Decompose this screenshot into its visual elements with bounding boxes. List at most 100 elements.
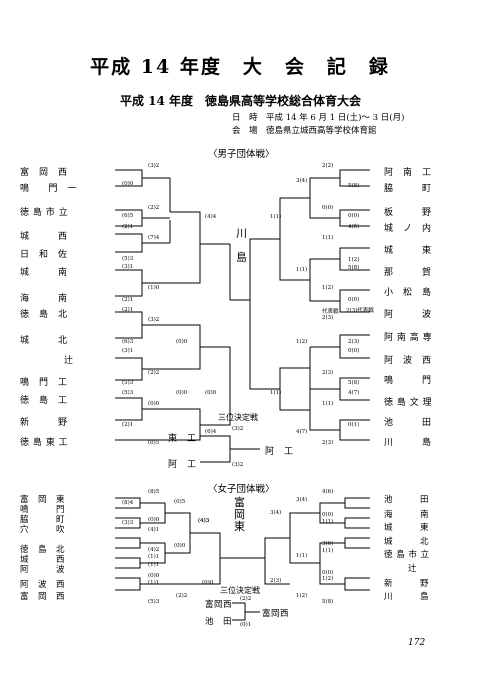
match-score: (0)0 <box>205 390 217 396</box>
team-name: 城 北 <box>20 336 68 346</box>
team-name: 阿 南 工 <box>384 168 432 178</box>
match-score: (7)4 <box>148 235 160 241</box>
match-score: 1(1) <box>270 390 282 396</box>
team-name: 富 岡 東 <box>20 495 66 505</box>
page-subtitle: 平成 14 年度 徳島県高等学校総合体育大会 <box>120 94 362 108</box>
match-score: (2)1 <box>122 224 134 230</box>
women-third-winner: 富岡西 <box>262 609 290 619</box>
match-score: (5)3 <box>122 256 134 262</box>
team-name: 板 野 <box>384 208 432 218</box>
match-score: 4(7) <box>296 429 308 435</box>
team-name: 阿 波 <box>20 565 66 575</box>
women-champion: 富 岡 東 <box>234 496 245 533</box>
match-score: (6)3 <box>122 339 134 345</box>
match-score: 2(3) <box>322 315 334 321</box>
match-score: (6)5 <box>122 213 134 219</box>
team-name: 鳴 門 工 <box>20 378 68 388</box>
match-score: 5(8) <box>322 599 334 605</box>
match-score: (3)2 <box>232 462 244 468</box>
team-name: 池 田 <box>384 418 432 428</box>
team-name: 城 東 <box>384 523 430 533</box>
women-third-team-b: 池 田 <box>205 617 233 627</box>
women-third-heading: 三位決定戦 <box>220 586 260 595</box>
match-score: (4)3 <box>198 518 210 524</box>
match-score: (0)0 <box>122 181 134 187</box>
match-score: 2(2) <box>322 163 334 169</box>
match-score: (5)3 <box>122 380 134 386</box>
team-name: 脇 町 <box>384 184 432 194</box>
men-section-heading: 〈男子団体戦〉 <box>208 149 275 160</box>
men-third-heading: 三位決定戦 <box>218 413 258 422</box>
team-name: 徳 島 北 <box>20 545 66 555</box>
match-score: 2(3) <box>348 339 360 345</box>
team-name: 鳴 門 <box>384 376 432 386</box>
match-score: (3)2 <box>232 426 244 432</box>
team-name: 海 南 <box>20 294 68 304</box>
match-score: 3(4) <box>296 497 308 503</box>
team-name: 辻 <box>408 564 418 574</box>
match-score: (2)2 <box>176 593 188 599</box>
match-score: 1(1) <box>296 553 308 559</box>
match-score: 3(6) <box>322 541 334 547</box>
match-score: (5)3 <box>122 390 134 396</box>
match-score: 0(0) <box>348 213 360 219</box>
match-score: 1(1) <box>322 519 334 525</box>
event-date: 日 時 平成 14 年 6 月 1 日(土)～ 3 日(月) <box>232 113 405 123</box>
men-third-team-b: 阿 工 <box>168 460 197 470</box>
match-score: 1(2) <box>348 257 360 263</box>
men-third-winner: 阿 工 <box>265 447 294 457</box>
team-name: 富 岡 西 <box>20 592 66 602</box>
match-score: 5(8) <box>348 183 360 189</box>
match-score: 4(7) <box>348 390 360 396</box>
team-name: 鳴 門 一 <box>20 184 78 194</box>
match-score: 1(2) <box>296 339 308 345</box>
match-score: 0(0) <box>322 205 334 211</box>
team-name: 小 松 島 <box>384 288 432 298</box>
team-name: 阿 波 西 <box>20 580 66 590</box>
team-name: 城 西 <box>20 555 66 565</box>
match-score: (4)4 <box>205 214 217 220</box>
match-score: (4)2 <box>148 547 160 553</box>
team-name: 川 島 <box>384 592 430 602</box>
match-score: (2)2 <box>148 370 160 376</box>
team-name: 城 ノ 内 <box>384 224 432 234</box>
team-name: 徳 島 文 理 <box>384 398 433 408</box>
match-score: (0)5 <box>174 499 186 505</box>
men-champion: 川 島 <box>236 227 247 264</box>
match-score: 0(0) <box>322 512 334 518</box>
women-section-heading: 〈女子団体戦〉 <box>208 484 275 495</box>
team-name: 池 田 <box>384 495 430 505</box>
match-score: (8)5 <box>148 489 160 495</box>
match-score: (2)1 <box>122 297 134 303</box>
match-score: 1(1) <box>322 235 334 241</box>
match-score: 0(0) <box>348 348 360 354</box>
team-name: 徳 島 東 工 <box>20 438 69 448</box>
match-score: (0)5 <box>148 440 160 446</box>
match-score: (0)0 <box>148 517 160 523</box>
match-score: 2(3)代表戦 <box>346 308 374 314</box>
match-score: 1(2) <box>322 285 334 291</box>
match-score: (4)3 <box>198 518 210 524</box>
team-name: 川 島 <box>384 438 432 448</box>
match-score: 0(0) <box>348 297 360 303</box>
match-score: 4(6) <box>322 489 334 495</box>
match-score: (3)1 <box>122 264 134 270</box>
match-score: 2(3) <box>322 440 334 446</box>
match-score: 5(8) <box>348 265 360 271</box>
match-score: 1(2) <box>322 576 334 582</box>
team-name: 阿 波 <box>384 310 432 320</box>
match-score: 4(5) <box>348 224 360 230</box>
team-name: 城 西 <box>20 232 68 242</box>
match-score: (1)1 <box>148 580 160 586</box>
match-score: (1)1 <box>148 554 160 560</box>
match-score: (0)0 <box>176 390 188 396</box>
match-score: (8)4 <box>122 500 134 506</box>
team-name: 城 北 <box>384 537 430 547</box>
match-score: (0)0 <box>148 401 160 407</box>
team-name: 脇 町 <box>20 515 66 525</box>
match-score: 1(1) <box>270 214 282 220</box>
page-number: 172 <box>408 638 426 648</box>
match-score: 2(3) <box>322 370 334 376</box>
match-score: 1(1) <box>322 401 334 407</box>
